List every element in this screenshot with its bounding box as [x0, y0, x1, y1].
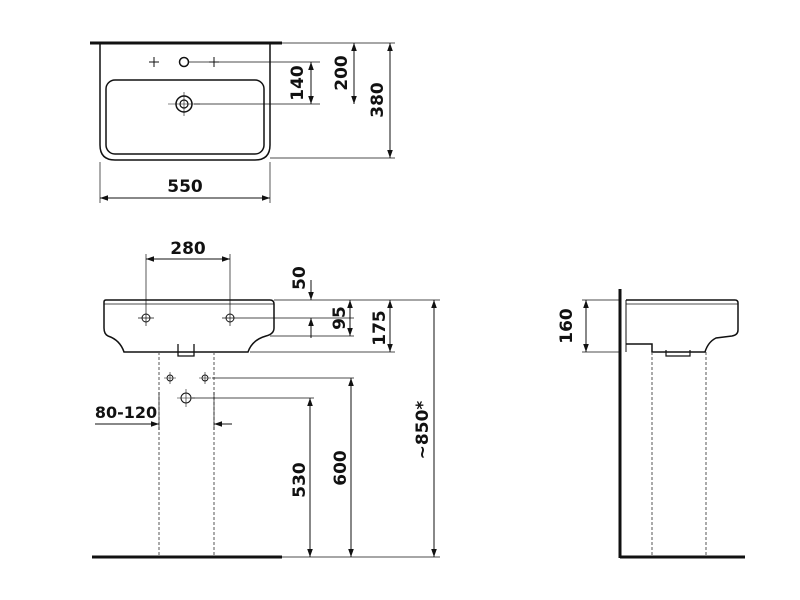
dim-label-600: 600 [331, 450, 351, 486]
basin-outline-side [626, 299, 739, 353]
dim-label-50: 50 [290, 266, 310, 290]
basin-outline-front [103, 299, 275, 353]
front-view [92, 254, 440, 559]
side-view [582, 289, 745, 559]
dim-label-140: 140 [288, 65, 308, 101]
dim-label-530: 530 [290, 462, 310, 498]
dim-label-850: ~850* [413, 401, 433, 460]
top-view [90, 41, 395, 203]
dim-label-95: 95 [330, 306, 350, 330]
dim-label-80-120: 80-120 [95, 403, 157, 422]
dim-label-380: 380 [368, 82, 388, 118]
dim-label-160: 160 [557, 308, 577, 344]
bowl-outline [105, 79, 265, 155]
dim-label-200: 200 [332, 55, 352, 91]
optional-hole-left-icon [149, 57, 159, 67]
dim-label-550: 550 [167, 177, 203, 197]
dim-label-280: 280 [170, 239, 206, 259]
basin-outline-top [99, 43, 271, 161]
drain-outlet-side [665, 350, 691, 357]
tap-hole-icon [178, 56, 190, 68]
dim-label-175: 175 [370, 310, 390, 346]
drain-outlet-front [177, 344, 195, 357]
